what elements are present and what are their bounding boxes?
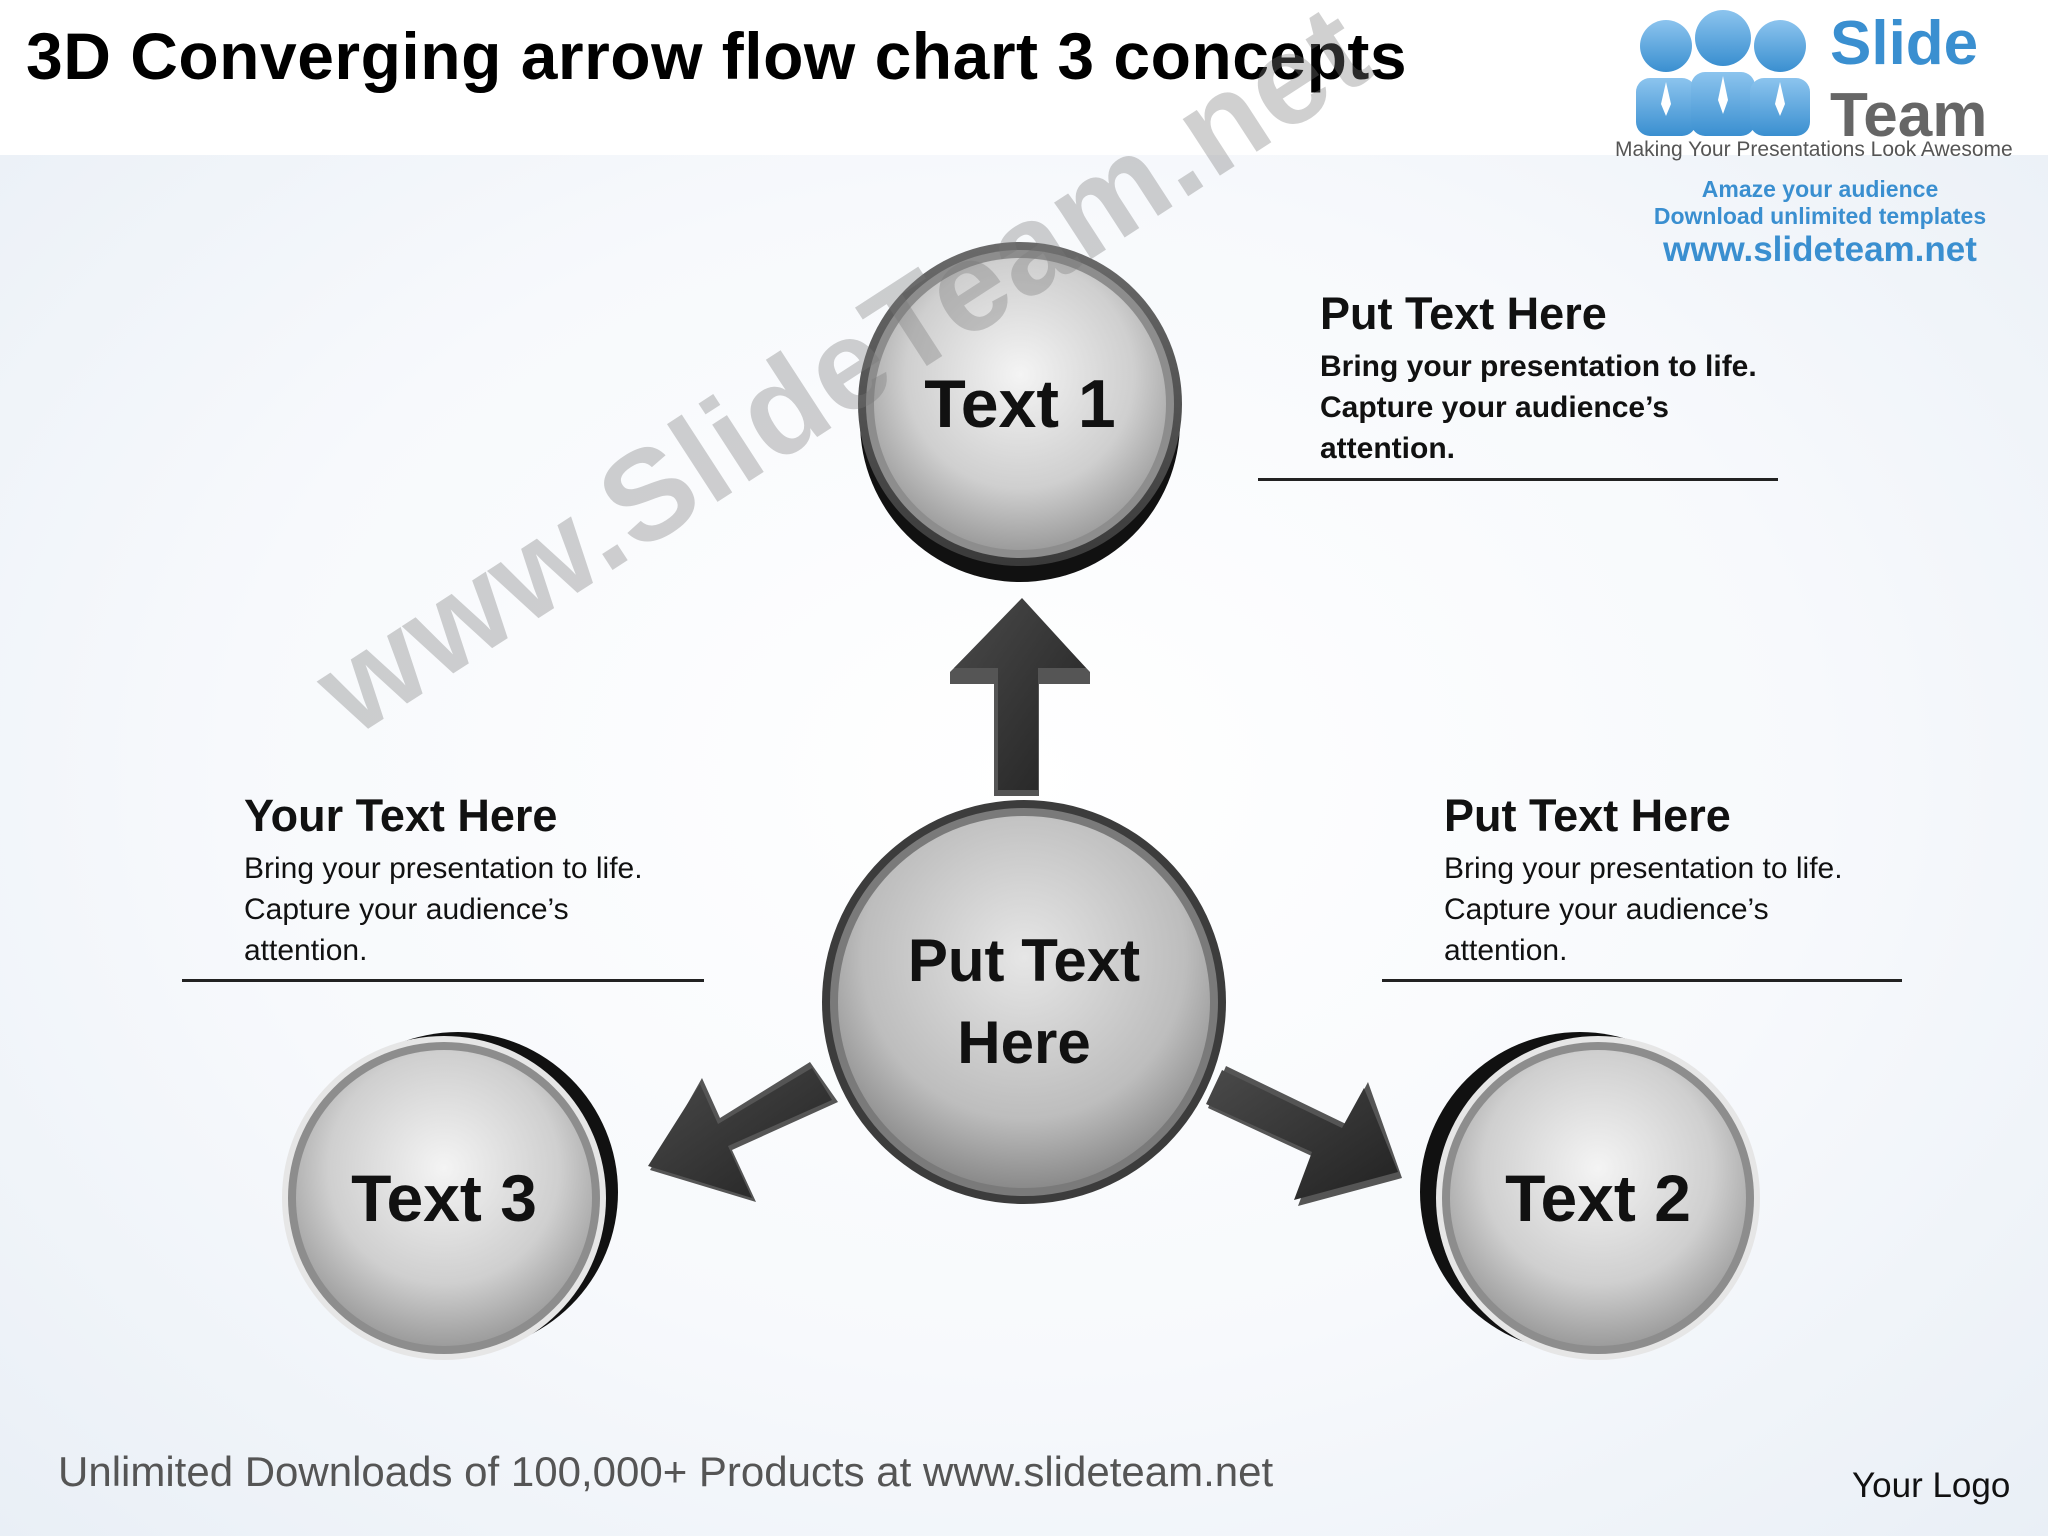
- people-icon: [1636, 10, 1810, 136]
- note-right: Put Text Here Bring your presentation to…: [1444, 790, 1843, 971]
- note-top-right-heading: Put Text Here: [1320, 288, 1607, 339]
- node-text-3-label: Text 3: [351, 1161, 537, 1235]
- node-text-1-label: Text 1: [924, 366, 1116, 442]
- node-center-label: Put Text Here: [907, 927, 1141, 1076]
- page-title: 3D Converging arrow flow chart 3 concept…: [26, 19, 1408, 93]
- note-right-body: Bring your presentation to life. Capture…: [1444, 852, 1843, 967]
- logo-brand-top: Slide: [1830, 9, 1979, 78]
- center-disc: [822, 800, 1226, 1204]
- logo-url: www.slideteam.net: [1663, 230, 1977, 269]
- note-right-divider: [1382, 979, 1902, 982]
- node-text-2: Text 2: [1450, 1050, 1746, 1346]
- note-left-body: Bring your presentation to life. Capture…: [244, 852, 643, 967]
- node-text-1: Text 1: [874, 258, 1166, 550]
- note-right-heading: Put Text Here: [1444, 790, 1731, 841]
- logo-line-1: Amaze your audience: [1701, 176, 1939, 202]
- node-text-2-label: Text 2: [1505, 1161, 1691, 1235]
- footer-text: Unlimited Downloads of 100,000+ Products…: [58, 1448, 1274, 1495]
- node-text-1-disc: [858, 242, 1182, 582]
- note-left-divider: [182, 979, 704, 982]
- note-left: Your Text Here Bring your presentation t…: [244, 790, 643, 971]
- note-top-right-body: Bring your presentation to life. Capture…: [1320, 350, 1757, 465]
- your-logo-placeholder: Your Logo: [1852, 1466, 2011, 1505]
- node-text-2-disc: [1420, 1032, 1760, 1360]
- logo-line-2: Download unlimited templates: [1653, 203, 1987, 229]
- logo-tagline: Making Your Presentations Look Awesome: [1615, 138, 2013, 161]
- arrow-to-text-1: [950, 598, 1090, 796]
- node-text-3-disc: [282, 1032, 618, 1360]
- node-center: Put Text Here: [864, 842, 1184, 1162]
- note-left-heading: Your Text Here: [244, 790, 558, 841]
- note-top-right-divider: [1258, 478, 1778, 481]
- node-text-3: Text 3: [296, 1050, 592, 1346]
- slideteam-logo: Slide Team Making Your Presentations Loo…: [1610, 8, 2030, 269]
- arrow-to-text-3: [648, 1062, 838, 1202]
- arrow-to-text-2: [1206, 1066, 1402, 1206]
- logo-brand-bottom: Team: [1830, 81, 1988, 150]
- note-top-right: Put Text Here Bring your presentation to…: [1320, 288, 1757, 469]
